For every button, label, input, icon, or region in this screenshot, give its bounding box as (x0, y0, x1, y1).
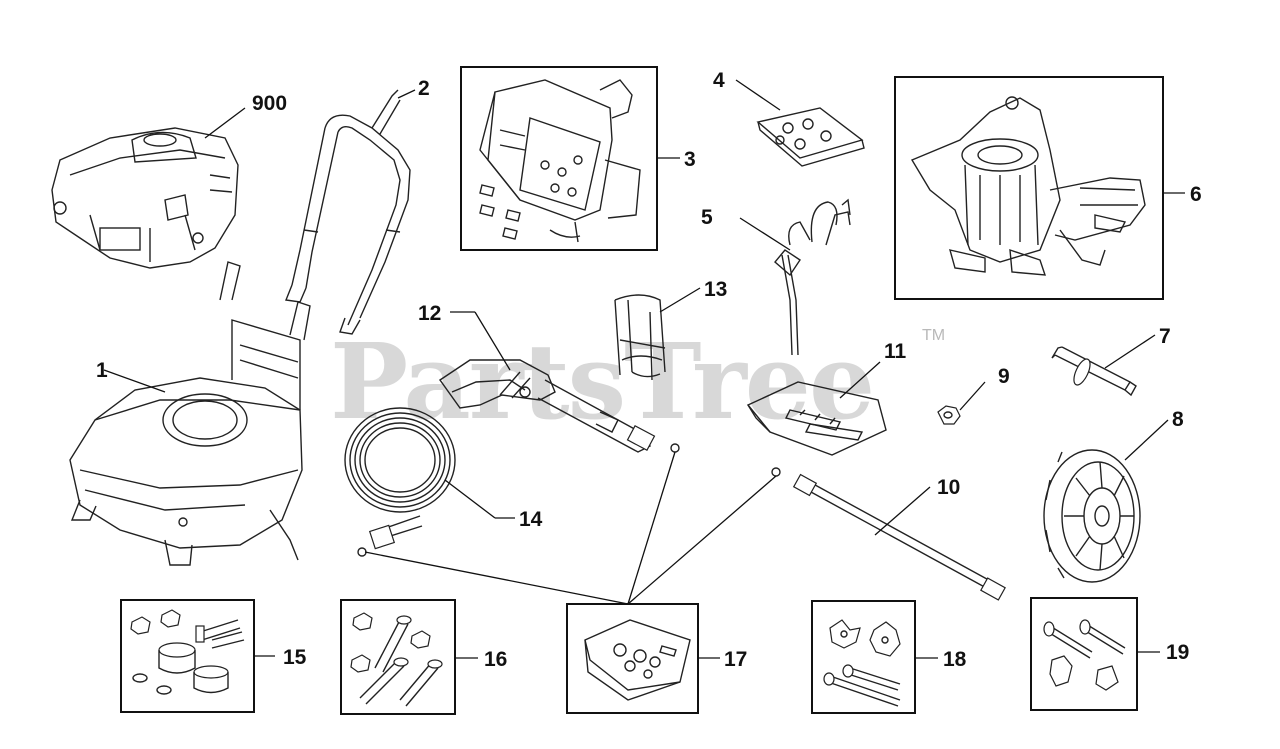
callout-17[interactable]: 17 (724, 648, 747, 671)
callout-10[interactable]: 10 (937, 476, 960, 499)
bolt-kit-icon[interactable] (350, 612, 443, 707)
callout-5[interactable]: 5 (701, 206, 713, 229)
engine-icon[interactable] (51, 127, 239, 269)
callout-3[interactable]: 3 (684, 148, 696, 171)
knob-kit-icon[interactable] (823, 619, 901, 707)
callout-6[interactable]: 6 (1190, 183, 1202, 206)
callout-12[interactable]: 12 (418, 302, 441, 325)
mounting-kit-icon[interactable] (130, 609, 245, 695)
hose-icon[interactable] (344, 407, 456, 557)
axle-icon[interactable] (1051, 346, 1137, 397)
hardware-bag-icon[interactable] (756, 107, 865, 167)
callout-15[interactable]: 15 (283, 646, 307, 669)
callout-1[interactable]: 1 (96, 359, 108, 382)
callout-16[interactable]: 16 (484, 648, 507, 671)
bolt-kit-box (340, 599, 456, 715)
nozzle-kit-icon[interactable] (746, 381, 887, 456)
knob-kit-box (811, 600, 916, 714)
callout-8[interactable]: 8 (1172, 408, 1184, 431)
callout-900[interactable]: 900 (252, 92, 287, 115)
wheel-icon[interactable] (1043, 449, 1141, 583)
pump-box (894, 76, 1164, 300)
watermark-trademark: TM (922, 327, 945, 344)
callout-7[interactable]: 7 (1159, 325, 1171, 348)
pump-icon[interactable] (910, 96, 1146, 276)
callout-13[interactable]: 13 (704, 278, 727, 301)
hose-hook-icon[interactable] (774, 198, 851, 356)
callout-18[interactable]: 18 (943, 648, 967, 671)
leader-lines (103, 79, 1185, 659)
nut-icon[interactable] (937, 405, 961, 425)
callout-labels: 900 1 2 3 4 5 6 7 8 9 10 11 12 13 14 15 … (96, 69, 1202, 671)
callout-14[interactable]: 14 (519, 508, 543, 531)
holder-bracket-icon[interactable] (614, 294, 666, 381)
o-ring-kit-icon[interactable] (584, 619, 691, 701)
callout-4[interactable]: 4 (713, 69, 725, 92)
callout-9[interactable]: 9 (998, 365, 1010, 388)
hardware-kit-icon[interactable] (1043, 619, 1126, 691)
frame-base-icon[interactable] (69, 261, 311, 566)
control-panel-icon[interactable] (479, 79, 641, 243)
spray-wand-icon[interactable] (771, 467, 1006, 601)
callout-11[interactable]: 11 (884, 340, 907, 363)
callout-2[interactable]: 2 (418, 77, 430, 100)
control-panel-box (460, 66, 658, 251)
callout-19[interactable]: 19 (1166, 641, 1189, 664)
hardware-kit-box (1030, 597, 1138, 711)
handle-icon[interactable] (285, 89, 411, 335)
